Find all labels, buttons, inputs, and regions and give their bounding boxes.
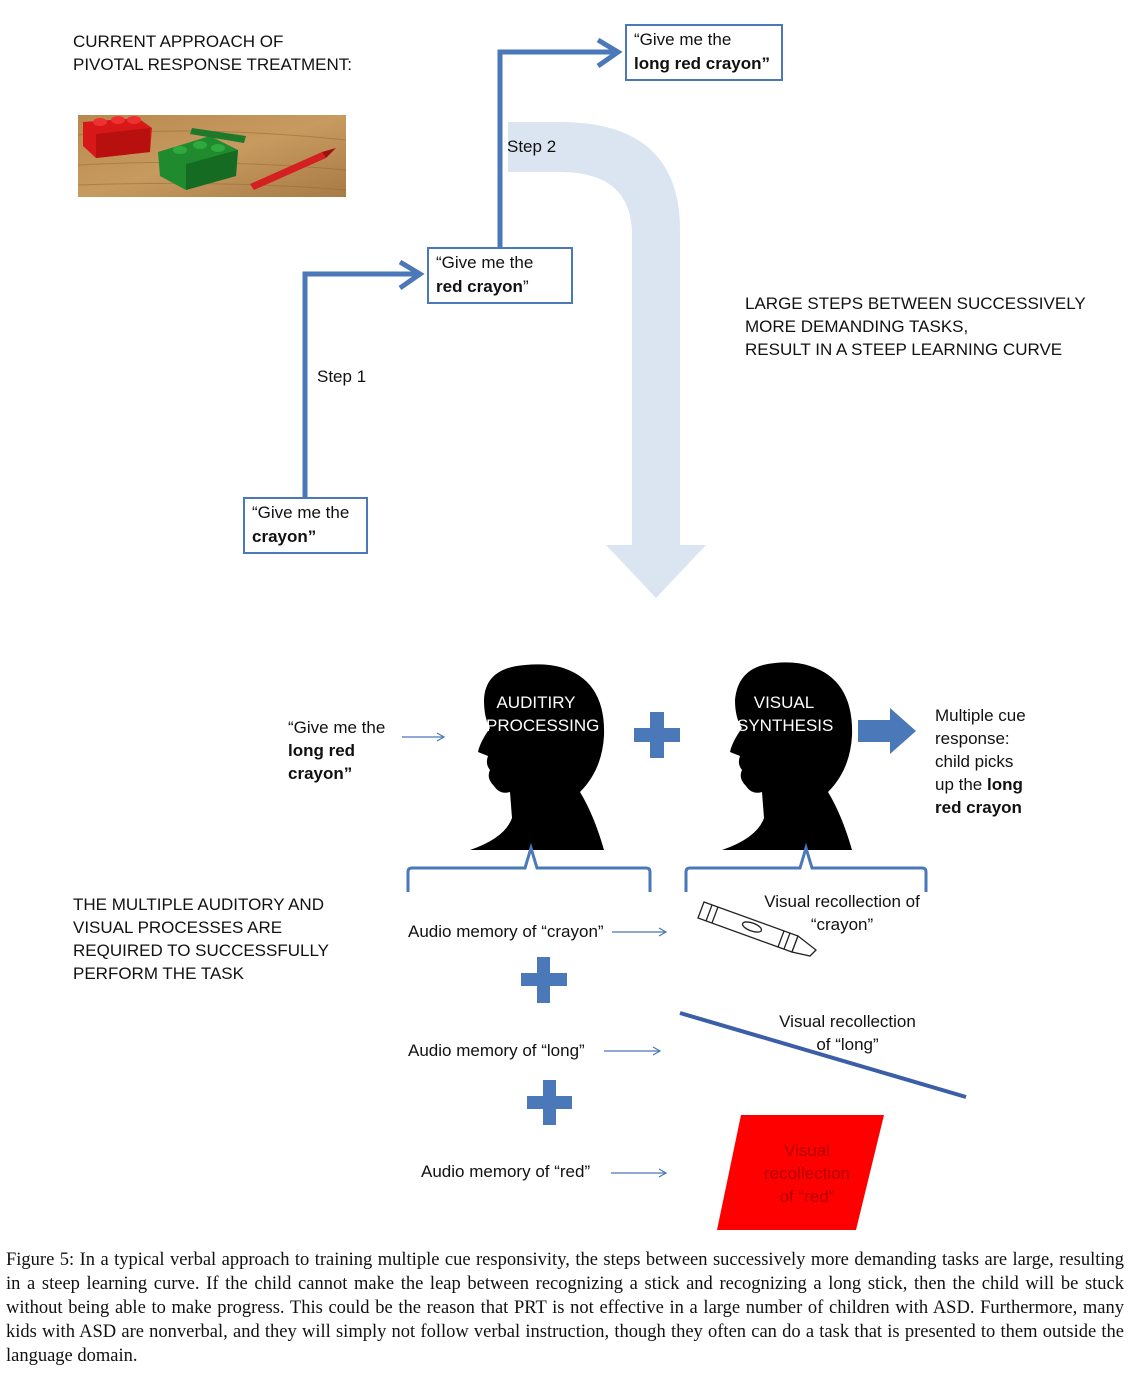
box-line: “Give me the [634,30,732,49]
plus-icon [527,1080,572,1125]
box-line: “Give me the [252,503,350,522]
visual-bracket [684,842,928,892]
plus-icon [521,957,567,1003]
visual-line: of “long” [816,1035,879,1054]
response-line: Multiple cue [935,706,1026,725]
visual-line: of “red” [779,1187,835,1206]
instruction-text: “Give me the long red crayon” [288,716,385,785]
response-text: Multiple cue response: child picks up th… [935,704,1026,819]
visual-line: Visual recollection of [764,892,920,911]
response-line: child picks [935,752,1014,771]
note-line: MORE DEMANDING TASKS, [745,317,969,336]
note-line: VISUAL PROCESSES ARE [73,918,283,937]
step1-label: Step 1 [317,367,367,386]
visual-line: Visual recollection [779,1012,916,1031]
head-silhouette-icon [470,664,605,850]
visual-recollection-red: Visual recollection of “red” [752,1139,862,1208]
visual-line: recollection [764,1164,850,1183]
approach-title: CURRENT APPROACH OF PIVOTAL RESPONSE TRE… [73,30,352,76]
head-label-line: VISUAL [753,693,815,712]
step-box-red-crayon: “Give me the red crayon” [427,247,573,304]
instruction-bold: long red [288,741,356,760]
note-line: LARGE STEPS BETWEEN SUCCESSIVELY [745,294,1086,313]
head-label-line: PROCESSING [486,716,600,735]
auditory-bracket [406,842,652,892]
response-line: response: [935,729,1010,748]
box-bold: crayon” [252,527,317,546]
large-steps-note: LARGE STEPS BETWEEN SUCCESSIVELY MORE DE… [745,292,1086,361]
stick-icon [679,1011,967,1099]
response-bold: long [987,775,1023,794]
curve-arrow [508,122,706,598]
step2-arrow [497,37,623,247]
box-bold: long red crayon” [634,54,771,73]
note-line: PERFORM THE TASK [73,964,244,983]
response-bold: red crayon [935,798,1022,817]
step-box-long-red-crayon: “Give me the long red crayon” [625,24,783,81]
right-arrow-icon [858,708,916,754]
instruction-arrow [402,732,446,742]
caption-label: Figure 5: [6,1250,75,1270]
head-silhouette-icon [722,662,853,850]
auditory-processing-label: AUDITIRY PROCESSING [486,691,600,737]
red-parallelogram-icon [717,1115,884,1230]
caption-text: In a typical verbal approach to training… [6,1250,1124,1366]
instruction-line: “Give me the [288,718,386,737]
note-line: THE MULTIPLE AUDITORY AND [73,895,324,914]
step-box-crayon: “Give me the crayon” [243,497,368,554]
title-line-2: PIVOTAL RESPONSE TREATMENT: [73,55,352,74]
box-line: “Give me the [436,253,534,272]
visual-recollection-crayon: Visual recollection of “crayon” [757,890,927,936]
figure-caption: Figure 5: In a typical verbal approach t… [6,1248,1124,1368]
audio-memory-long: Audio memory of “long” [408,1041,585,1060]
box-bold: red crayon [436,277,523,296]
step1-arrow [302,259,425,497]
audio-memory-red: Audio memory of “red” [421,1162,591,1181]
instruction-bold: crayon” [288,764,353,783]
note-line: RESULT IN A STEEP LEARNING CURVE [745,340,1063,359]
head-label-line: AUDITIRY [496,693,576,712]
head-label-line: SYNTHESIS [737,716,834,735]
toy-photo [77,115,347,197]
visual-line: Visual [784,1141,830,1160]
step2-label: Step 2 [507,137,557,156]
visual-line: “crayon” [810,915,874,934]
plus-icon [634,712,680,758]
crayon-icon [697,901,817,957]
title-line-1: CURRENT APPROACH OF [73,32,284,51]
multiple-processes-note: THE MULTIPLE AUDITORY AND VISUAL PROCESS… [73,893,329,985]
response-plain: up the [935,775,987,794]
box-tail: ” [522,277,529,296]
audio-memory-crayon: Audio memory of “crayon” [408,922,604,941]
visual-recollection-long: Visual recollection of “long” [770,1010,925,1056]
audio-arrows [604,927,668,1178]
note-line: REQUIRED TO SUCCESSFULLY [73,941,330,960]
visual-synthesis-label: VISUAL SYNTHESIS [737,691,834,737]
